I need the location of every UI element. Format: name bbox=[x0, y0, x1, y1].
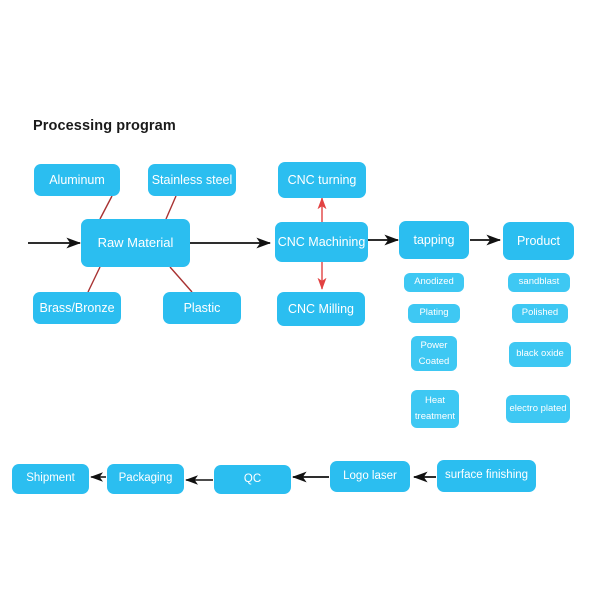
node-plating[interactable]: Plating bbox=[408, 304, 460, 323]
node-black-oxide[interactable]: black oxide bbox=[509, 342, 571, 367]
node-power-coated-line2: Coated bbox=[418, 355, 450, 367]
node-product[interactable]: Product bbox=[503, 222, 574, 260]
node-packaging[interactable]: Packaging bbox=[107, 464, 184, 494]
node-raw-material[interactable]: Raw Material bbox=[81, 219, 190, 267]
node-power-coated[interactable]: Power Coated bbox=[411, 336, 457, 371]
node-cnc-milling[interactable]: CNC Milling bbox=[277, 292, 365, 326]
node-plastic[interactable]: Plastic bbox=[163, 292, 241, 324]
node-anodized[interactable]: Anodized bbox=[404, 273, 464, 292]
node-brass-bronze[interactable]: Brass/Bronze bbox=[33, 292, 121, 324]
node-heat-treatment-line2: treatment bbox=[414, 411, 456, 422]
node-cnc-machining[interactable]: CNC Machining bbox=[275, 222, 368, 262]
node-sandblast[interactable]: sandblast bbox=[508, 273, 570, 292]
node-shipment[interactable]: Shipment bbox=[12, 464, 89, 494]
node-tapping[interactable]: tapping bbox=[399, 221, 469, 259]
node-surface-finishing[interactable]: surface finishing bbox=[437, 460, 536, 492]
node-qc[interactable]: QC bbox=[214, 465, 291, 494]
node-heat-treatment-line1: Heat bbox=[424, 395, 446, 407]
node-stainless-steel[interactable]: Stainless steel bbox=[148, 164, 236, 196]
node-power-coated-line1: Power bbox=[420, 339, 448, 351]
page-title: Processing program bbox=[33, 118, 176, 134]
node-aluminum[interactable]: Aluminum bbox=[34, 164, 120, 196]
node-polished[interactable]: Polished bbox=[512, 304, 568, 323]
node-heat-treatment[interactable]: Heat treatment bbox=[411, 390, 459, 428]
node-electro-plated[interactable]: electro plated bbox=[506, 395, 570, 423]
node-logo-laser[interactable]: Logo laser bbox=[330, 461, 410, 492]
node-cnc-turning[interactable]: CNC turning bbox=[278, 162, 366, 198]
